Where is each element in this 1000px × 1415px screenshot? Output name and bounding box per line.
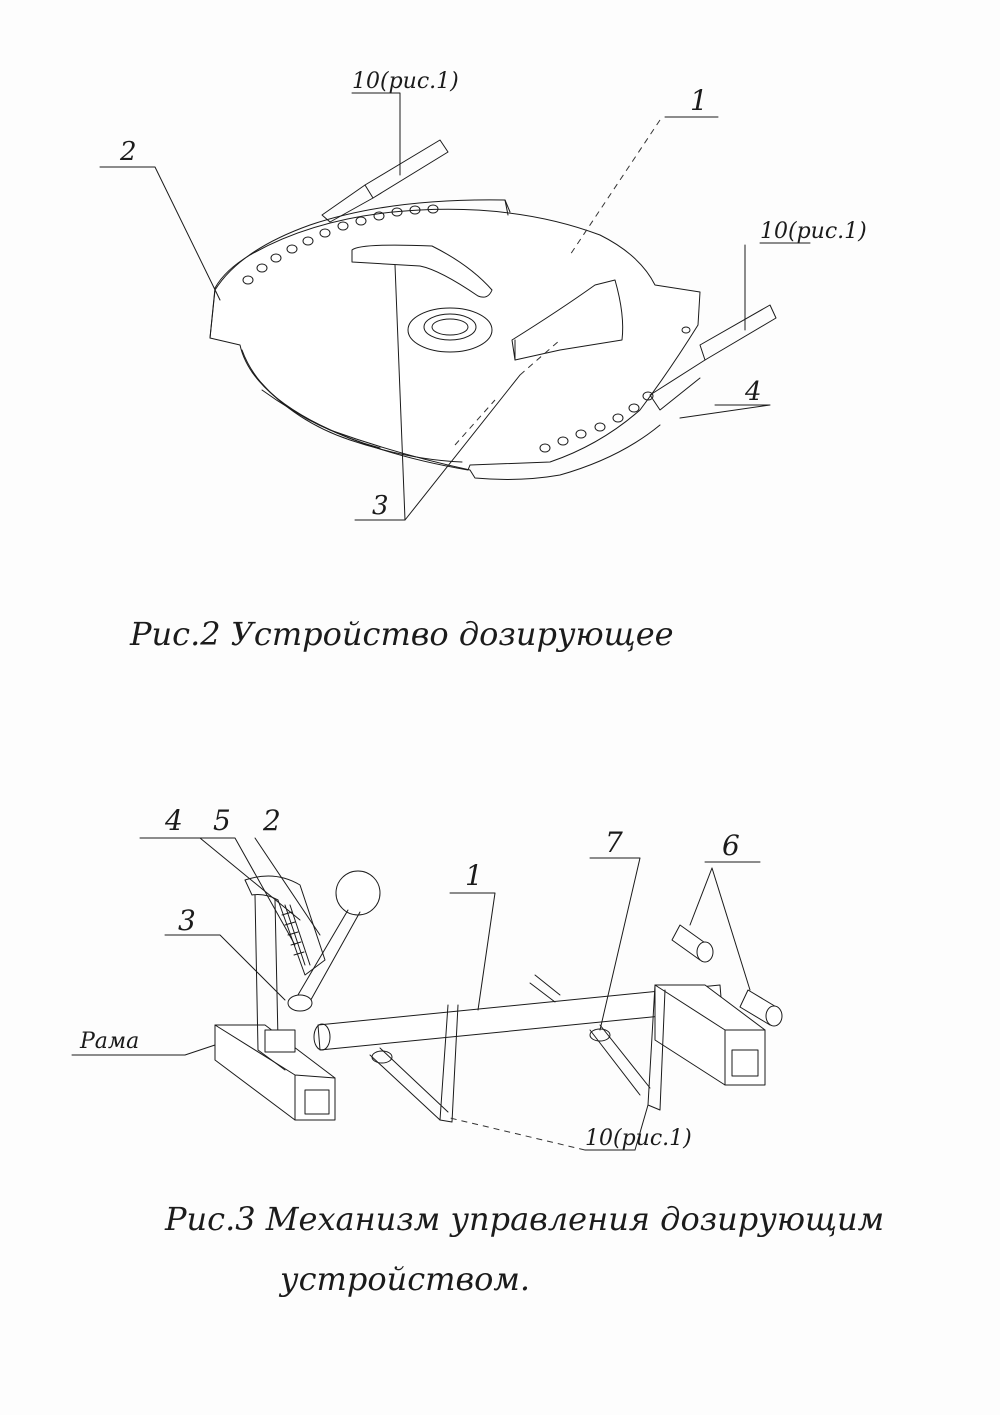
frame-right	[654, 984, 766, 1086]
hole-row-top	[242, 204, 439, 285]
rod-10-top	[364, 139, 449, 199]
central-hub	[407, 307, 493, 353]
rod-10-left	[369, 1047, 449, 1121]
sector-plate-2	[209, 199, 511, 339]
quadrant-bracket	[244, 875, 326, 976]
label-2: 2	[119, 137, 137, 167]
caption-figure-3-line-2: устройством.	[278, 1260, 530, 1298]
label-frame: Рама	[79, 1029, 139, 1054]
figure-2-dosing-device: 2 10(рис.1) 1 10(рис.1) 4 3 Рис.2 Устрой…	[99, 69, 867, 653]
rod-10-right-fig3	[589, 1024, 651, 1096]
label-3: 3	[372, 491, 389, 521]
label-ref-bottom: 10(рис.1)	[585, 1126, 692, 1151]
label-6: 6	[722, 829, 740, 862]
caption-figure-2: Рис.2 Устройство дозирующее	[129, 615, 674, 653]
label-4: 4	[744, 377, 762, 407]
lever-handle	[294, 909, 361, 1006]
label-7: 7	[605, 826, 623, 859]
label-5: 5	[213, 804, 231, 837]
hole-row-right	[539, 326, 691, 453]
figure-3-control-mechanism: 4 5 2 3 1 7 6 Рама 10(рис.1) Рис.3 Механ…	[71, 804, 884, 1298]
slot-opening-lower	[511, 279, 624, 361]
label-3: 3	[178, 904, 196, 937]
label-1: 1	[690, 84, 708, 117]
lever-knob	[335, 870, 381, 916]
label-1: 1	[465, 859, 483, 892]
slot-opening-upper	[351, 244, 493, 298]
label-2: 2	[262, 804, 281, 837]
caption-figure-3-line-1: Рис.3 Механизм управления дозирующим	[164, 1200, 884, 1238]
label-4: 4	[164, 804, 183, 837]
label-ref-right: 10(рис.1)	[760, 219, 867, 244]
rod-10-right	[699, 304, 777, 361]
label-ref-top: 10(рис.1)	[352, 69, 459, 94]
